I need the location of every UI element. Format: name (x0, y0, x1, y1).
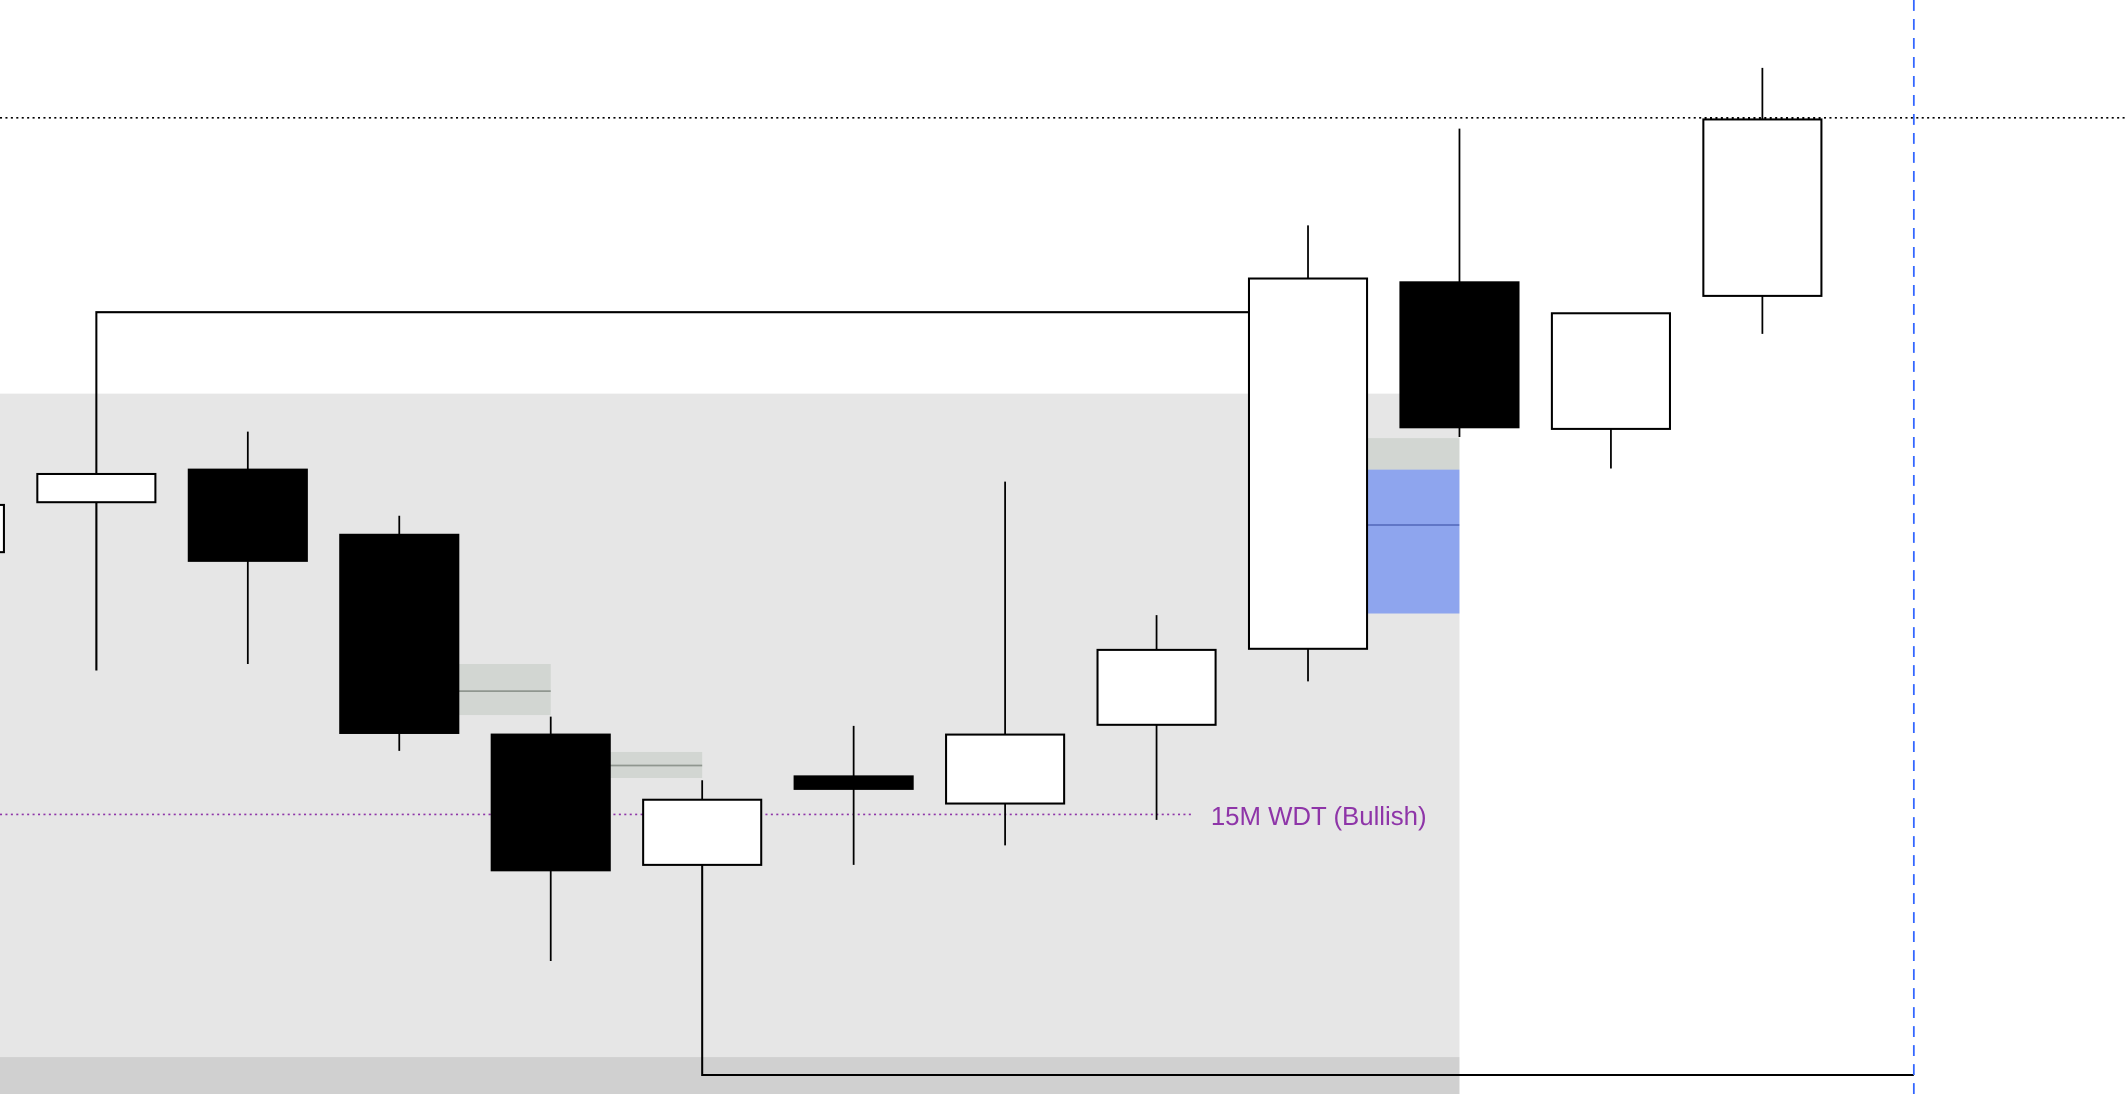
gaps-layer (458, 438, 1460, 779)
bearish-candle-body (793, 775, 914, 790)
fair-value-gap (1367, 438, 1460, 470)
bullish-candle-body (945, 733, 1066, 805)
bearish-candle-body (187, 468, 308, 562)
fair-value-gap (458, 664, 551, 716)
bullish-candle-body (1702, 118, 1823, 297)
wdt-level-label: 15M WDT (Bullish) (1211, 803, 1427, 831)
bearish-candle-body (490, 733, 611, 872)
candles-layer (0, 67, 1823, 961)
structure-low-line (701, 864, 1914, 1077)
bullish-candle-body (36, 472, 157, 504)
bullish-candle-body (1096, 648, 1217, 726)
bullish-candle-body (642, 798, 763, 866)
bullish-candle-body (1247, 277, 1369, 650)
bullish-candle-body (0, 503, 5, 554)
bullish-candle-body (1550, 312, 1671, 430)
bearish-candle-body (339, 533, 460, 734)
fair-value-gap (1367, 469, 1460, 614)
bearish-candle-body (1399, 281, 1520, 429)
